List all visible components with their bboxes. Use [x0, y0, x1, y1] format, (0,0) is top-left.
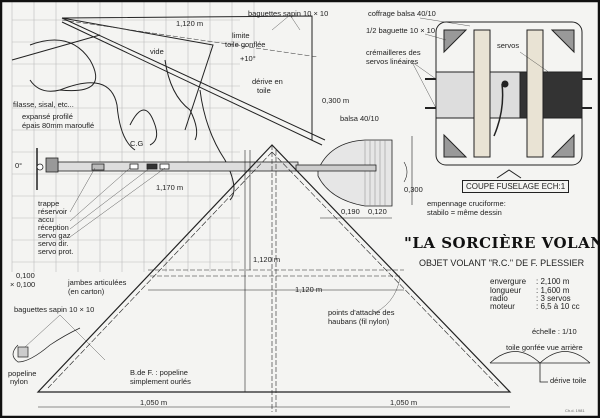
fin-structure: [11, 15, 326, 201]
fuselage-length: 1,170 m: [156, 183, 184, 192]
spec-row: envergure : 2,100 m: [490, 277, 569, 286]
part-reception: réception: [38, 223, 69, 232]
cremailleres-label-1: crémailleres des: [366, 48, 421, 57]
base-left-dim: 1,050 m: [140, 398, 168, 407]
signature: Ch.d. 1981: [565, 408, 585, 413]
leader-lines: [24, 14, 561, 361]
zero-angle-label: 0°: [15, 161, 23, 170]
cremailleres-label-2: servos linéaires: [366, 57, 419, 66]
spec-value: : 3 servos: [536, 294, 571, 303]
cg-label: C.G: [130, 139, 144, 148]
tail: [295, 139, 393, 207]
filasse-label: filasse, sisal, etc...: [13, 100, 74, 109]
grid-scale-1: 0,100: [16, 271, 35, 280]
spec-key: longueur: [490, 286, 522, 295]
popeline-label-1: popeline: [8, 369, 37, 378]
baguettes-label: baguettes sapin 10 × 10: [248, 9, 329, 18]
popeline-label-2: nylon: [10, 377, 28, 386]
bdf-label-1: B.de F. : popeline: [130, 368, 188, 377]
spec-value: : 6,5 à 10 cc: [536, 302, 580, 311]
derive-label-1: dérive en: [252, 77, 283, 86]
vide-label: vide: [150, 47, 164, 56]
grid-scale-2: × 0,100: [10, 280, 36, 289]
part-reservoir: réservoir: [38, 207, 68, 216]
empennage-note-1: empennage cruciforme:: [427, 199, 506, 208]
limite-label-1: limite: [232, 31, 250, 40]
attach-label-2: haubans (fil nylon): [328, 317, 390, 326]
popeline-detail: [12, 327, 81, 363]
attach-label-1: points d'attache des: [328, 308, 395, 317]
dim-1120-top: 1,120 m: [176, 19, 204, 28]
rear-view-label: toile gonfée vue arrière: [506, 343, 583, 352]
part-accu: accu: [38, 215, 54, 224]
wing-baguettes-label: baguettes sapin 10 × 10: [14, 305, 95, 314]
wing: [36, 144, 512, 412]
legs-label-1: jambes articulées: [68, 278, 127, 287]
spec-key: envergure: [490, 277, 527, 286]
expanse-label-1: expansé profilé: [22, 112, 73, 121]
coffrage-label: coffrage balsa 40/10: [368, 9, 436, 18]
background-grid: [11, 0, 255, 272]
part-servo-prot: servo prot.: [38, 247, 74, 256]
wing-height: 1,120 m: [253, 255, 281, 264]
tail-dimensions: [320, 136, 413, 219]
baguette-half-label: 1/2 baguette 10 × 10: [366, 26, 436, 35]
page-title: "LA SORCIÈRE VOLANTE": [404, 234, 600, 252]
fuselage-cross-section: [425, 21, 592, 179]
derive-label-2: toile: [257, 86, 271, 95]
section-caption: COUPE FUSELAGE ECH:1: [462, 180, 570, 193]
expanse-label-2: épais 80mm marouflé: [22, 121, 95, 130]
tail-height: 0,300: [404, 185, 423, 194]
rear-view: [489, 351, 591, 383]
dim-0300-fin: 0,300 m: [322, 96, 350, 105]
spec-key: radio: [490, 294, 508, 303]
spec-value: : 1,600 m: [536, 286, 570, 295]
servos-label: servos: [497, 41, 520, 50]
tail-dim-2: 0,120: [368, 207, 387, 216]
fin-cloth-label: dérive toile: [550, 376, 587, 385]
base-right-dim: 1,050 m: [390, 398, 418, 407]
empennage-note-2: stabilo = même dessin: [427, 208, 502, 217]
scale-label: échelle : 1/10: [532, 327, 577, 336]
subtitle: OBJET VOLANT "R.C." DE F. PLESSIER: [419, 258, 585, 268]
balsa-label: balsa 40/10: [340, 114, 379, 123]
spec-row: moteur : 6,5 à 10 cc: [490, 302, 580, 311]
legs-label-2: (en carton): [68, 287, 105, 296]
part-servo-gaz: servo gaz: [38, 231, 71, 240]
part-servo-dir: servo dir.: [38, 239, 69, 248]
angle-label: +10°: [240, 54, 256, 63]
limite-label-2: toile gonflée: [225, 40, 266, 49]
fuselage: [36, 148, 299, 190]
part-trappe: trappe: [38, 199, 60, 208]
tail-dim-1: 0,190: [341, 207, 360, 216]
wing-half-chord: 1,120 m: [295, 285, 323, 294]
spec-row: radio : 3 servos: [490, 294, 571, 303]
spec-key: moteur: [490, 302, 515, 311]
spec-row: longueur : 1,600 m: [490, 286, 569, 295]
spec-value: : 2,100 m: [536, 277, 570, 286]
bdf-label-2: simplement ourlés: [130, 377, 191, 386]
